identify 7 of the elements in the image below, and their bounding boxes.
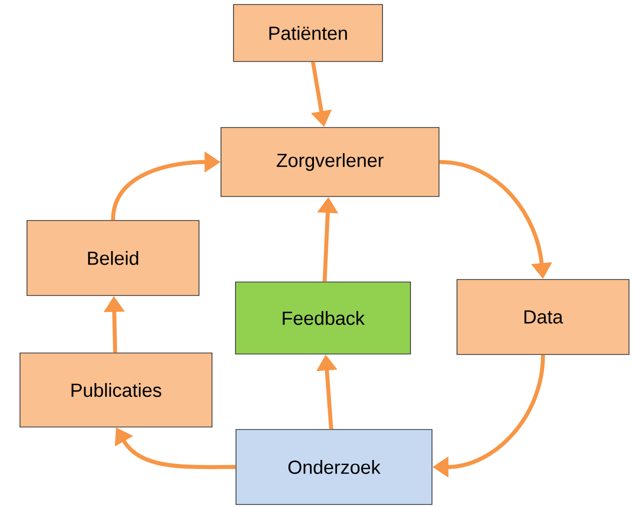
- process-box: Data: [456, 279, 630, 355]
- process-box: Feedback: [235, 282, 411, 354]
- process-box: Publicaties: [20, 352, 212, 428]
- process-box: Onderzoek: [236, 429, 432, 505]
- process-box: Beleid: [26, 220, 200, 296]
- process-box: Patiënten: [233, 4, 383, 62]
- process-box: Zorgverlener: [220, 127, 440, 197]
